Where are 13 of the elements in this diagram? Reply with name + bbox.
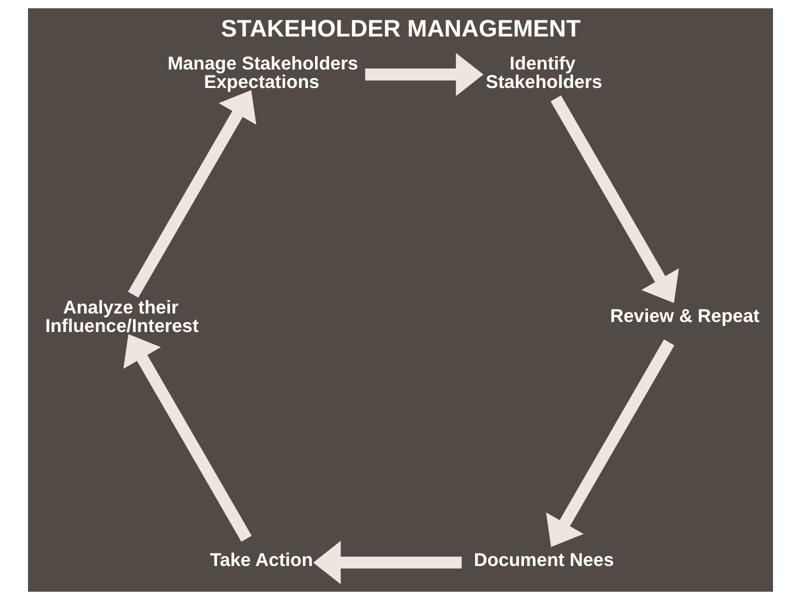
arrow (550, 95, 678, 303)
node-text: Analyze their Influence/Interest (44, 296, 198, 336)
node-text: Manage Stakeholders Expectations (167, 52, 358, 92)
node-text: Take Action (209, 549, 312, 570)
node-text: Identify Stakeholders (485, 52, 602, 92)
node-text: Review & Repeat (610, 305, 759, 326)
arrow (364, 52, 483, 96)
diagram-title: STAKEHOLDER MANAGEMENT (220, 16, 580, 43)
node-text: Document Nees (473, 549, 614, 570)
arrow (546, 339, 674, 547)
arrow (127, 90, 256, 298)
arrow (312, 540, 462, 584)
arrow (122, 334, 252, 542)
